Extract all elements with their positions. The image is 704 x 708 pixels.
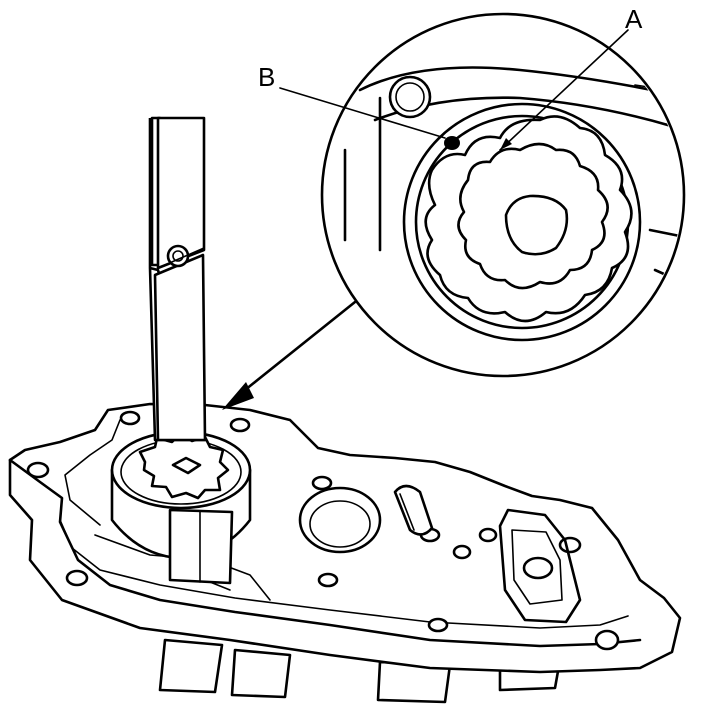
- detail-magnifier: [320, 12, 686, 378]
- callout-b-label: B: [258, 62, 275, 92]
- pump-body: [8, 402, 682, 704]
- callout-a-label: A: [625, 4, 643, 34]
- shaft-square: [504, 194, 569, 256]
- shaft-square-small: [171, 456, 202, 475]
- detail-arrow: [222, 300, 357, 410]
- feeler-gauge: [148, 116, 207, 442]
- leader-lines: [279, 29, 629, 151]
- mark-b-dot: [444, 136, 460, 150]
